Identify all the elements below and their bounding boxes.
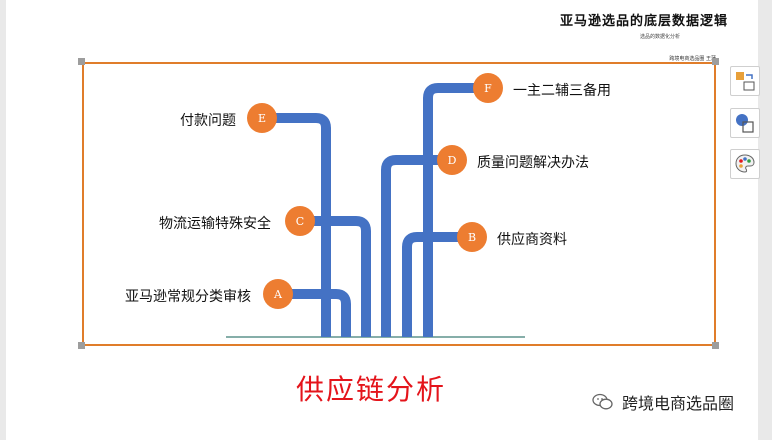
branch-B (402, 232, 472, 337)
layout-options-button[interactable] (730, 66, 760, 96)
label-C: 物流运输特殊安全 (159, 216, 271, 232)
node-E-letter: E (258, 112, 266, 125)
watermark-text: 跨境电商选品圈 (622, 394, 735, 413)
slide-subtitle: 选品的数据化分析 (639, 34, 680, 40)
branch-A (278, 289, 351, 337)
resize-handle-bottom-right[interactable] (712, 342, 719, 349)
watermark: 跨境电商选品圈 (592, 390, 734, 414)
node-E (247, 103, 277, 133)
node-A-letter: A (273, 288, 283, 301)
node-D-letter: D (448, 154, 457, 167)
node-C (285, 206, 315, 236)
diagram-selection-frame[interactable] (82, 62, 716, 346)
palette-icon (735, 154, 755, 173)
diagram-caption: 供应链分析 (296, 373, 447, 406)
branch-C (300, 216, 371, 337)
resize-handle-top-right[interactable] (712, 58, 719, 65)
wechat-icon (592, 393, 613, 410)
shape-styles-button[interactable] (730, 108, 760, 138)
node-C-letter: C (296, 215, 304, 228)
node-B-letter: B (468, 231, 476, 244)
layout-options-icon (736, 72, 755, 91)
resize-handle-top-left[interactable] (78, 58, 85, 65)
label-D: 质量问题解决办法 (477, 155, 589, 171)
node-D (437, 145, 467, 175)
node-F-letter: F (484, 82, 492, 95)
design-palette-button[interactable] (730, 149, 760, 179)
label-B: 供应商资料 (497, 232, 567, 248)
label-A: 亚马逊常规分类审核 (125, 289, 251, 305)
branch-E (262, 113, 331, 337)
slide-title: 亚马逊选品的底层数据逻辑 (559, 14, 728, 29)
label-F: 一主二辅三备用 (513, 83, 611, 99)
node-F (473, 73, 503, 103)
resize-handle-bottom-left[interactable] (78, 342, 85, 349)
node-A (263, 279, 293, 309)
branch-D (381, 155, 452, 337)
slide-author: 跨境电商选品圈 王蒲 (669, 56, 716, 62)
node-B (457, 222, 487, 252)
branch-F (423, 83, 488, 337)
shape-styles-icon (736, 114, 754, 133)
label-E: 付款问题 (180, 113, 236, 129)
